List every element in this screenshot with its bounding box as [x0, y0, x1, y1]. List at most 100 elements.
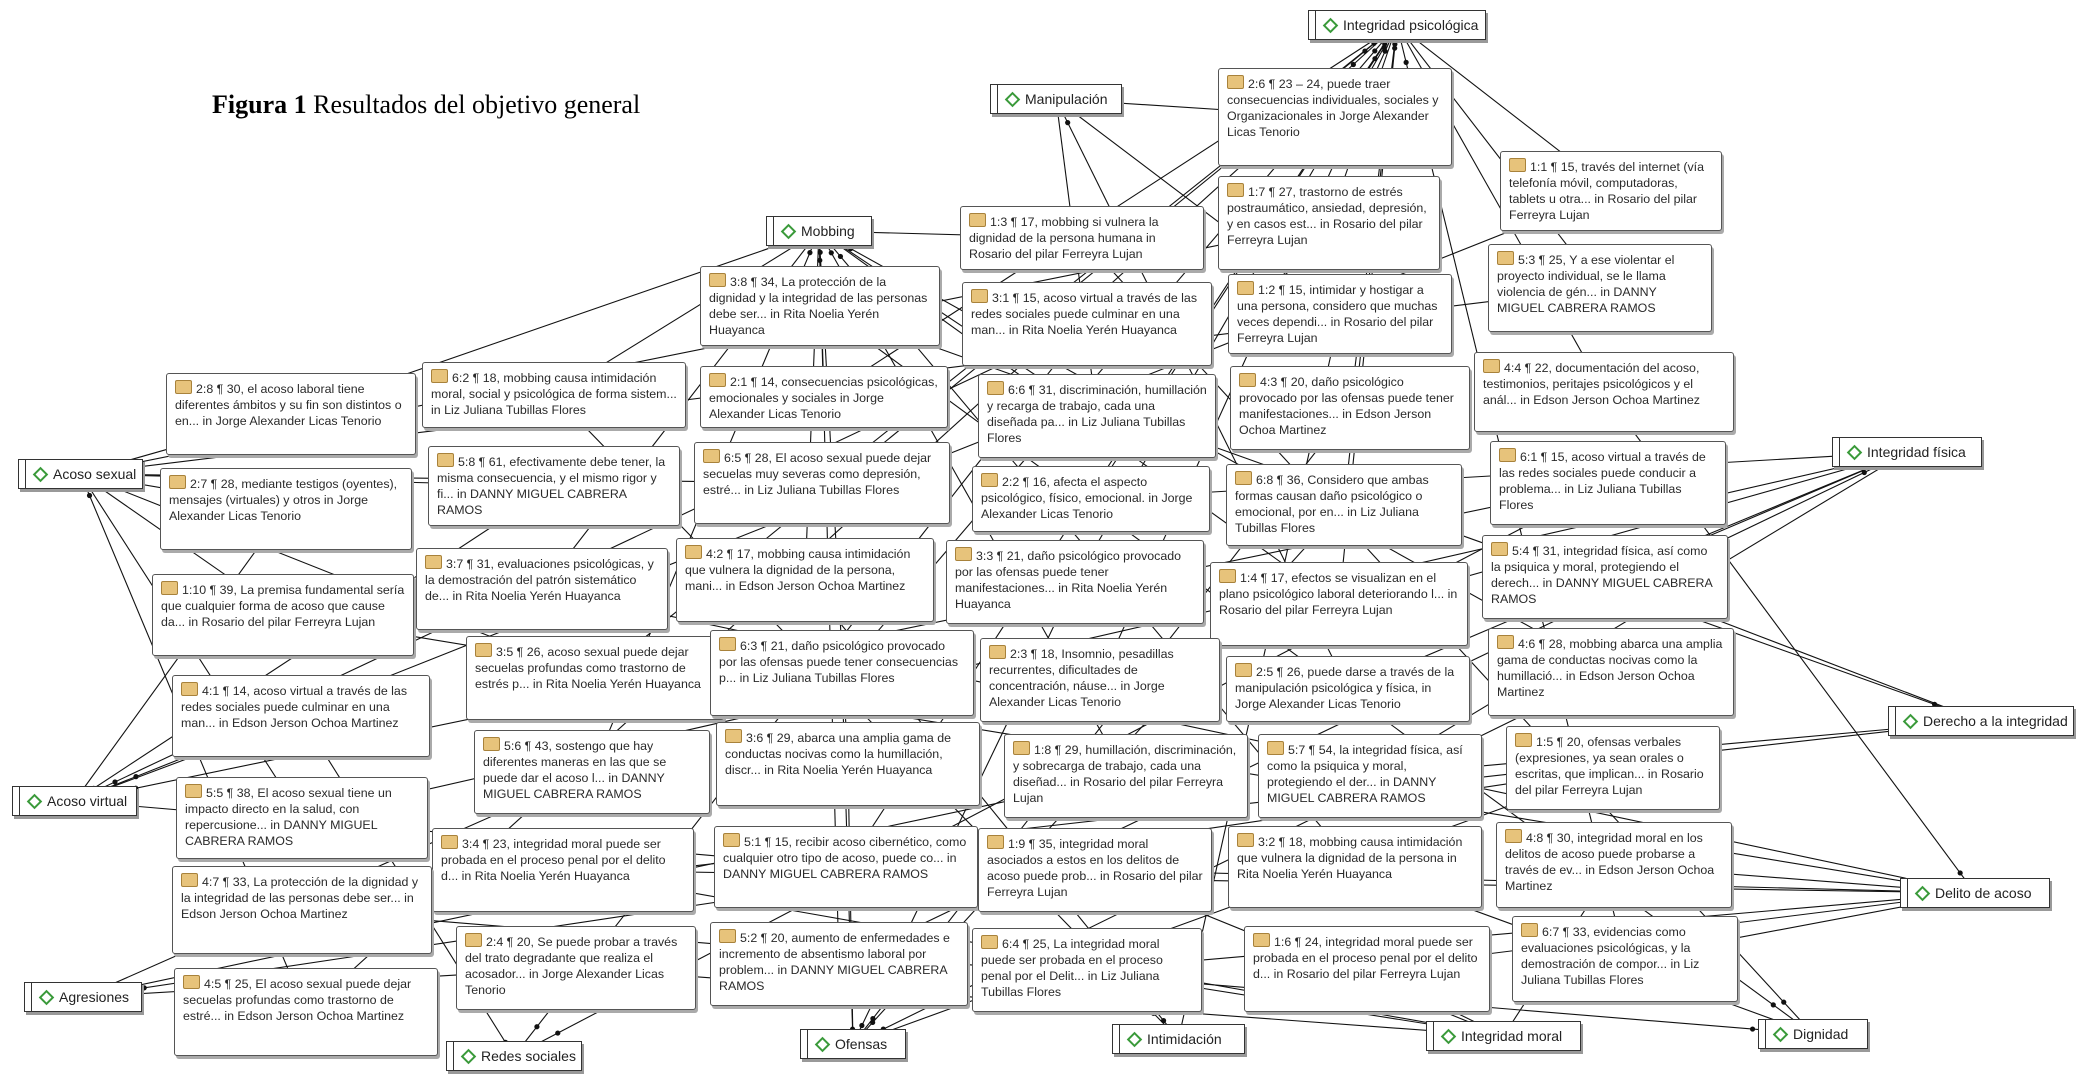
- quote-node[interactable]: 2:8 ¶ 30, el acoso laboral tiene diferen…: [166, 373, 416, 455]
- code-label: Integridad psicológica: [1343, 17, 1479, 33]
- quotation-icon: [441, 835, 458, 849]
- quote-node[interactable]: 3:4 ¶ 23, integridad moral puede ser pro…: [432, 828, 694, 912]
- quote-node[interactable]: 1:4 ¶ 17, efectos se visualizan en el pl…: [1210, 562, 1468, 646]
- quote-node[interactable]: 3:6 ¶ 29, abarca una amplia gama de cond…: [716, 722, 980, 806]
- code-node-mobbing[interactable]: Mobbing: [766, 216, 872, 246]
- quote-text: 4:7 ¶ 33, La protección de la dignidad y…: [181, 875, 419, 921]
- quote-node[interactable]: 6:7 ¶ 33, evidencias como evaluaciones p…: [1512, 916, 1738, 1002]
- quote-text: 4:2 ¶ 17, mobbing causa intimidación que…: [685, 547, 911, 593]
- quote-text: 2:5 ¶ 26, puede darse a través de la man…: [1235, 665, 1455, 711]
- quotation-icon: [703, 449, 720, 463]
- code-node-delito-de-acoso[interactable]: Delito de acoso: [1900, 878, 2050, 908]
- quotation-icon: [1515, 733, 1532, 747]
- relation-endpoint: [1781, 999, 1787, 1005]
- quote-node[interactable]: 3:5 ¶ 26, acoso sexual puede dejar secue…: [466, 636, 724, 720]
- quote-node[interactable]: 1:7 ¶ 27, trastorno de estrés postraumát…: [1218, 176, 1440, 270]
- code-label: Intimidación: [1147, 1031, 1222, 1047]
- code-node-agresiones[interactable]: Agresiones: [24, 982, 142, 1012]
- relation-endpoint: [555, 1030, 561, 1036]
- quote-node[interactable]: 5:3 ¶ 25, Y a ese violentar el proyecto …: [1488, 244, 1712, 332]
- quote-node[interactable]: 6:6 ¶ 31, discriminación, humillación y …: [978, 374, 1216, 458]
- quote-node[interactable]: 1:10 ¶ 39, La premisa fundamental sería …: [152, 574, 414, 656]
- quote-node[interactable]: 3:8 ¶ 34, La protección de la dignidad y…: [700, 266, 940, 346]
- quote-node[interactable]: 2:1 ¶ 14, consecuencias psicológicas, em…: [700, 366, 948, 428]
- quote-node[interactable]: 4:2 ¶ 17, mobbing causa intimidación que…: [676, 538, 934, 622]
- quote-node[interactable]: 2:2 ¶ 16, afecta el aspecto psicológico,…: [972, 466, 1210, 532]
- quote-text: 3:8 ¶ 34, La protección de la dignidad y…: [709, 275, 928, 337]
- quote-text: 3:2 ¶ 18, mobbing causa intimidación que…: [1237, 835, 1463, 881]
- quote-text: 1:5 ¶ 20, ofensas verbales (expresiones,…: [1515, 735, 1704, 797]
- quote-node[interactable]: 1:2 ¶ 15, intimidar y hostigar a una per…: [1228, 274, 1452, 354]
- quote-text: 4:1 ¶ 14, acoso virtual a través de las …: [181, 684, 408, 730]
- quote-node[interactable]: 6:8 ¶ 36, Considero que ambas formas cau…: [1226, 464, 1462, 546]
- quote-node[interactable]: 4:8 ¶ 30, integridad moral en los delito…: [1496, 822, 1732, 908]
- quote-text: 6:6 ¶ 31, discriminación, humillación y …: [987, 383, 1207, 445]
- code-node-acoso-sexual[interactable]: Acoso sexual: [18, 459, 143, 489]
- quote-node[interactable]: 4:3 ¶ 20, daño psicológico provocado por…: [1230, 366, 1470, 450]
- code-node-integridad-psicologica[interactable]: Integridad psicológica: [1308, 10, 1486, 40]
- quote-node[interactable]: 2:6 ¶ 23 – 24, puede traer consecuencias…: [1218, 68, 1452, 166]
- quote-node[interactable]: 6:5 ¶ 28, El acoso sexual puede dejar se…: [694, 442, 950, 524]
- code-label: Dignidad: [1793, 1026, 1849, 1042]
- code-node-dignidad[interactable]: Dignidad: [1758, 1019, 1868, 1049]
- quote-node[interactable]: 3:7 ¶ 31, evaluaciones psicológicas, y l…: [416, 548, 668, 630]
- code-label: Derecho a la integridad: [1923, 713, 2068, 729]
- code-node-derecho-a-la-integridad[interactable]: Derecho a la integridad: [1888, 706, 2074, 736]
- quote-node[interactable]: 4:4 ¶ 22, documentación del acoso, testi…: [1474, 352, 1734, 432]
- quotation-icon: [1267, 741, 1284, 755]
- quote-node[interactable]: 5:5 ¶ 38, El acoso sexual tiene un impac…: [176, 777, 428, 859]
- quotation-icon: [169, 475, 186, 489]
- code-node-ofensas[interactable]: Ofensas: [800, 1029, 906, 1059]
- quote-node[interactable]: 1:5 ¶ 20, ofensas verbales (expresiones,…: [1506, 726, 1720, 810]
- quote-node[interactable]: 1:3 ¶ 17, mobbing si vulnera la dignidad…: [960, 206, 1204, 270]
- quote-text: 5:5 ¶ 38, El acoso sexual tiene un impac…: [185, 786, 392, 848]
- quote-node[interactable]: 5:8 ¶ 61, efectivamente debe tener, la m…: [428, 446, 680, 526]
- code-label: Agresiones: [59, 989, 130, 1005]
- quote-node[interactable]: 1:1 ¶ 15, través del internet (vía telef…: [1500, 151, 1722, 231]
- quote-node[interactable]: 2:3 ¶ 18, Insomnio, pesadillas recurrent…: [980, 638, 1220, 722]
- quote-text: 2:8 ¶ 30, el acoso laboral tiene diferen…: [175, 382, 402, 428]
- quote-node[interactable]: 5:6 ¶ 43, sostengo que hay diferentes ma…: [474, 730, 710, 814]
- code-node-integridad-moral[interactable]: Integridad moral: [1426, 1021, 1581, 1051]
- quotation-icon: [725, 729, 742, 743]
- quote-node[interactable]: 1:9 ¶ 35, integridad moral asociados a e…: [978, 828, 1212, 912]
- quote-node[interactable]: 2:5 ¶ 26, puede darse a través de la man…: [1226, 656, 1470, 722]
- quote-node[interactable]: 4:7 ¶ 33, La protección de la dignidad y…: [172, 866, 432, 954]
- quote-text: 3:7 ¶ 31, evaluaciones psicológicas, y l…: [425, 557, 654, 603]
- quote-node[interactable]: 4:6 ¶ 28, mobbing abarca una amplia gama…: [1488, 628, 1734, 716]
- quote-node[interactable]: 5:1 ¶ 15, recibir acoso cibernético, com…: [714, 826, 978, 908]
- quotation-icon: [1509, 158, 1526, 172]
- quote-node[interactable]: 3:2 ¶ 18, mobbing causa intimidación que…: [1228, 826, 1482, 908]
- quote-node[interactable]: 6:2 ¶ 18, mobbing causa intimidación mor…: [422, 362, 686, 428]
- quote-node[interactable]: 1:8 ¶ 29, humillación, discriminación, y…: [1004, 734, 1248, 818]
- quote-text: 1:2 ¶ 15, intimidar y hostigar a una per…: [1237, 283, 1438, 345]
- quote-node[interactable]: 5:7 ¶ 54, la integridad física, así como…: [1258, 734, 1482, 818]
- quotation-icon: [1237, 281, 1254, 295]
- relation-endpoint: [1372, 56, 1378, 62]
- quote-node[interactable]: 2:4 ¶ 20, Se puede probar a través del t…: [456, 926, 696, 1010]
- quote-node[interactable]: 4:1 ¶ 14, acoso virtual a través de las …: [172, 675, 430, 757]
- quote-node[interactable]: 3:3 ¶ 21, daño psicológico provocado por…: [946, 540, 1204, 624]
- quote-node[interactable]: 6:1 ¶ 15, acoso virtual a través de las …: [1490, 441, 1726, 525]
- code-label: Ofensas: [835, 1036, 888, 1052]
- quote-node[interactable]: 1:6 ¶ 24, integridad moral puede ser pro…: [1244, 926, 1490, 1012]
- quote-node[interactable]: 6:3 ¶ 21, daño psicológico provocado por…: [710, 630, 974, 716]
- relation-endpoint: [1861, 469, 1867, 476]
- code-diamond-icon: [780, 223, 797, 239]
- quote-text: 1:1 ¶ 15, través del internet (vía telef…: [1509, 160, 1705, 222]
- code-diamond-icon: [1846, 444, 1863, 460]
- quote-text: 3:3 ¶ 21, daño psicológico provocado por…: [955, 549, 1182, 611]
- quote-node[interactable]: 6:4 ¶ 25, La integridad moral puede ser …: [972, 928, 1202, 1012]
- quote-node[interactable]: 3:1 ¶ 15, acoso virtual a través de las …: [962, 282, 1212, 366]
- quote-node[interactable]: 5:2 ¶ 20, aumento de enfermedades e incr…: [710, 922, 968, 1006]
- code-node-intimidacion[interactable]: Intimidación: [1112, 1024, 1245, 1054]
- code-label: Acoso virtual: [47, 793, 128, 809]
- code-node-redes-sociales[interactable]: Redes sociales: [446, 1041, 582, 1071]
- quotation-icon: [1227, 183, 1244, 197]
- code-node-integridad-fisica[interactable]: Integridad física: [1832, 437, 1982, 467]
- code-node-acoso-virtual[interactable]: Acoso virtual: [12, 786, 137, 816]
- quote-node[interactable]: 4:5 ¶ 25, El acoso sexual puede dejar se…: [174, 968, 438, 1056]
- quote-node[interactable]: 5:4 ¶ 31, integridad física, así como la…: [1482, 535, 1728, 619]
- quote-node[interactable]: 2:7 ¶ 28, mediante testigos (oyentes), m…: [160, 468, 412, 550]
- code-node-manipulacion[interactable]: Manipulación: [990, 84, 1122, 114]
